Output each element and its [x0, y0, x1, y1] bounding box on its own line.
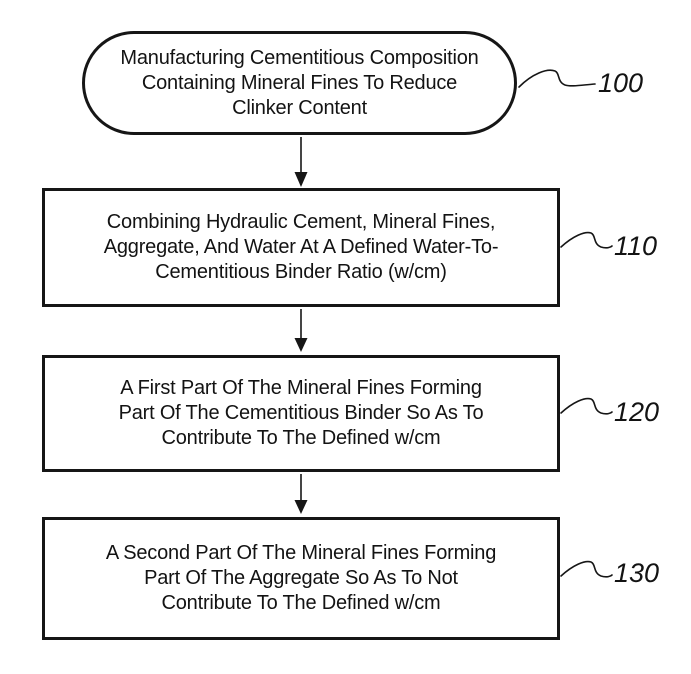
flow-node-100-line-3: Clinker Content [232, 96, 367, 119]
flow-node-110-line-1: Combining Hydraulic Cement, Mineral Fine… [106, 211, 496, 233]
reference-numeral-120: 120 [614, 397, 660, 427]
flow-node-110: Combining Hydraulic Cement, Mineral Fine… [42, 188, 560, 307]
flow-node-120-line-2: Part Of The Cementitious Binder So As To [118, 402, 484, 424]
flow-node-120: A First Part Of The Mineral Fines Formin… [42, 355, 560, 472]
reference-numeral-130: 130 [614, 558, 660, 588]
flow-node-100-line-1: Manufacturing Cementitious Composition [120, 46, 479, 69]
arrowhead-icon [294, 172, 308, 187]
flow-node-130-line-3: Contribute To The Defined w/cm [161, 592, 441, 614]
flow-node-130: A Second Part Of The Mineral Fines Formi… [42, 517, 560, 640]
flow-arrow-100-110 [294, 137, 308, 187]
flow-node-100: Manufacturing Cementitious Composition C… [82, 31, 517, 135]
flow-node-120-line-3: Contribute To The Defined w/cm [161, 427, 441, 449]
leader-line-100 [518, 69, 596, 88]
flow-arrow-120-130 [294, 474, 308, 514]
flow-node-110-line-3: Cementitious Binder Ratio (w/cm) [155, 261, 447, 283]
leader-line-130 [560, 560, 613, 578]
flow-node-130-line-2: Part Of The Aggregate So As To Not [144, 567, 458, 589]
arrowhead-icon [294, 338, 308, 352]
flow-node-120-line-1: A First Part Of The Mineral Fines Formin… [120, 377, 482, 399]
flow-node-130-line-1: A Second Part Of The Mineral Fines Formi… [105, 542, 497, 564]
leader-line-120 [560, 397, 613, 415]
flow-arrow-110-120 [294, 309, 308, 352]
reference-numeral-100: 100 [598, 68, 644, 98]
reference-numeral-110: 110 [614, 231, 658, 261]
arrowhead-icon [294, 500, 308, 514]
flow-node-110-line-2: Aggregate, And Water At A Defined Water-… [103, 236, 499, 258]
flow-node-100-line-2: Containing Mineral Fines To Reduce [141, 71, 458, 94]
leader-line-110 [560, 231, 613, 249]
